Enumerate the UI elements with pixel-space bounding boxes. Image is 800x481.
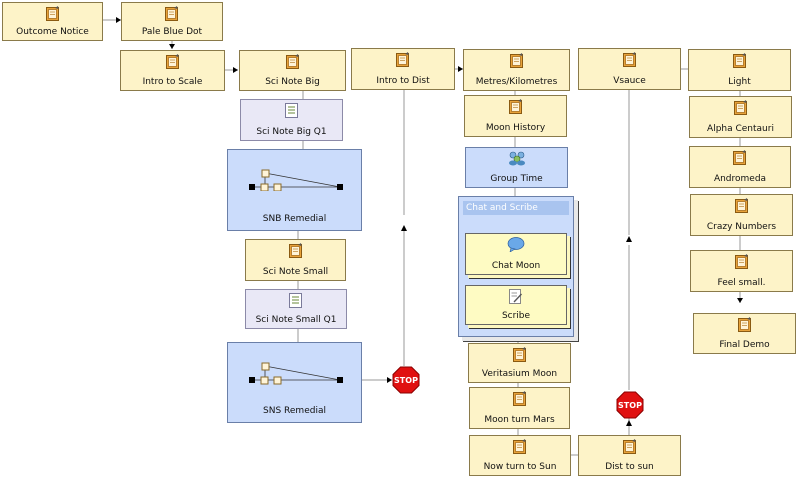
node-label: Alpha Centauri (707, 124, 774, 134)
node-label: Veritasium Moon (481, 369, 558, 379)
node-label: Sci Note Small Q1 (255, 315, 337, 325)
node-intro-to-scale[interactable]: Intro to Scale (120, 50, 225, 91)
notebook-icon (165, 54, 179, 69)
connector-arrowhead (233, 67, 238, 73)
connector-arrowhead (169, 44, 175, 49)
connector-arrowhead (116, 17, 121, 23)
node-sci-note-big-q1[interactable]: Sci Note Big Q1 (240, 99, 343, 141)
group-icon (508, 151, 525, 166)
node-crazy-numbers[interactable]: Crazy Numbers (690, 194, 793, 236)
notebook-icon (732, 53, 746, 68)
branching-icon (249, 169, 343, 191)
node-label: Now turn to Sun (483, 462, 557, 472)
checklist-icon (289, 293, 302, 308)
node-dist-to-sun[interactable]: Dist to sun (578, 435, 681, 476)
stop-label: STOP (394, 376, 418, 385)
notebook-icon (513, 439, 526, 454)
node-label: Feel small. (717, 278, 766, 288)
node-label: Moon History (485, 123, 546, 133)
node-group-time[interactable]: Group Time (465, 147, 568, 188)
node-label: Sci Note Big (265, 77, 320, 87)
stop-sign-icon: STOP (616, 391, 644, 419)
node-metres-kilometres[interactable]: Metres/Kilometres (463, 49, 570, 91)
node-label: Metres/Kilometres (475, 77, 558, 87)
node-vsauce[interactable]: Vsauce (578, 48, 681, 90)
notebook-icon (512, 391, 526, 406)
node-intro-to-dist[interactable]: Intro to Dist (351, 48, 455, 90)
notebook-icon (285, 54, 299, 69)
node-label: Scribe (501, 311, 531, 321)
node-label: SNS Remedial (263, 406, 326, 416)
connector-arrowhead (626, 236, 632, 242)
notebook-icon (509, 53, 523, 68)
notebook-icon (45, 6, 59, 21)
notebook-icon (622, 439, 636, 454)
node-moon-turn-mars[interactable]: Moon turn Mars (469, 387, 570, 429)
node-andromeda[interactable]: Andromeda (689, 146, 791, 188)
branching-icon (249, 362, 343, 385)
node-label: Intro to Scale (142, 77, 203, 87)
notebook-icon (165, 6, 178, 21)
notebook-icon (734, 198, 748, 213)
node-sci-note-big[interactable]: Sci Note Big (239, 50, 346, 91)
node-label: Final Demo (719, 340, 770, 350)
node-label: Light (728, 77, 751, 87)
node-sci-note-small[interactable]: Sci Note Small (245, 239, 346, 281)
notebook-icon (733, 150, 746, 165)
node-sns-remedial[interactable]: SNS Remedial (227, 342, 362, 423)
node-pale-blue-dot[interactable]: Pale Blue Dot (121, 2, 223, 41)
node-veritasium-moon[interactable]: Veritasium Moon (468, 343, 571, 383)
checklist-icon (284, 103, 298, 118)
node-label: Vsauce (613, 76, 646, 86)
node-final-demo[interactable]: Final Demo (693, 313, 796, 354)
notebook-icon (288, 243, 302, 258)
node-label: Dist to sun (605, 462, 654, 472)
node-moon-history[interactable]: Moon History (464, 95, 567, 137)
node-snb-remedial[interactable]: SNB Remedial (227, 149, 362, 231)
node-label: Chat Moon (491, 261, 541, 271)
node-label: Outcome Notice (16, 27, 89, 37)
node-label: Group Time (490, 174, 543, 184)
node-label: SNB Remedial (262, 214, 327, 224)
chat-bubble-icon (507, 237, 525, 252)
connector-arrowhead (626, 420, 632, 426)
node-alpha-centauri[interactable]: Alpha Centauri (689, 96, 792, 138)
node-now-turn-to-sun[interactable]: Now turn to Sun (469, 435, 571, 476)
node-label: Andromeda (713, 174, 767, 184)
stop-label: STOP (618, 401, 642, 410)
stop-sign-icon: STOP (392, 366, 420, 394)
connector-arrowhead (387, 377, 392, 383)
node-chat-moon[interactable]: Chat Moon (465, 233, 567, 275)
node-label: Sci Note Big Q1 (256, 127, 327, 137)
scribe-icon (509, 289, 522, 304)
node-sci-note-small-q1[interactable]: Sci Note Small Q1 (245, 289, 347, 329)
connector-arrowhead (458, 66, 463, 72)
connector-arrowhead (401, 225, 407, 231)
node-feel-small[interactable]: Feel small. (690, 250, 793, 292)
notebook-icon (734, 254, 748, 269)
notebook-icon (396, 52, 409, 67)
notebook-icon (622, 52, 636, 67)
group-title: Chat and Scribe (463, 201, 569, 215)
node-outcome-notice[interactable]: Outcome Notice (2, 2, 103, 41)
node-label: Crazy Numbers (706, 222, 777, 232)
node-scribe[interactable]: Scribe (465, 285, 567, 325)
node-label: Moon turn Mars (484, 415, 555, 425)
notebook-icon (737, 317, 751, 332)
node-light[interactable]: Light (688, 49, 791, 91)
connector-arrowhead (737, 298, 743, 303)
notebook-icon (733, 100, 747, 115)
node-label: Pale Blue Dot (141, 27, 203, 37)
notebook-icon (508, 99, 522, 114)
node-label: Sci Note Small (262, 267, 329, 277)
notebook-icon (512, 347, 526, 362)
node-label: Intro to Dist (376, 76, 430, 86)
